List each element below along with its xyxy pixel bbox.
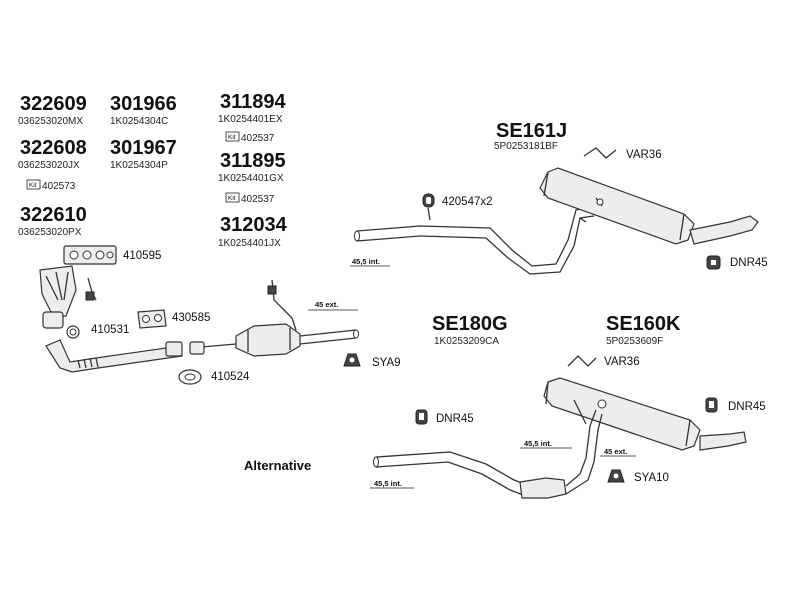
part-code: 1K0254401EX <box>218 114 283 125</box>
dimension-45-ext-right: 45 ext. <box>600 447 636 457</box>
gasket-410524 <box>178 369 202 385</box>
alternative-label: Alternative <box>244 458 311 473</box>
catalytic-converter <box>189 279 359 357</box>
part-number: 322608 <box>20 137 87 159</box>
part-number-322608: 322608 036253020JX Kit 402573 <box>18 137 87 192</box>
hanger-var36-top <box>583 147 617 159</box>
part-number: 311894 <box>220 91 287 113</box>
part-code: 036253020PX <box>18 227 82 238</box>
part-number: 311895 <box>220 150 286 172</box>
flange-gasket-430585 <box>137 309 167 329</box>
oxygen-sensor <box>85 277 97 301</box>
rubber-mount-dnr45-left <box>415 409 428 425</box>
dimension-label: 45,5 int. <box>524 439 552 448</box>
part-number: 322610 <box>20 204 87 226</box>
kit-icon <box>225 192 240 203</box>
rear-muffler-se160k <box>543 377 747 451</box>
dimension-label: 45 ext. <box>604 447 627 456</box>
part-number: 322609 <box>20 93 87 115</box>
part-code: 1K0254304C <box>110 116 168 127</box>
dimension-label: 45,5 int. <box>352 257 380 266</box>
part-number-301966: 301966 1K0254304C <box>110 93 177 127</box>
component-label: VAR36 <box>604 356 640 368</box>
component-label: 430585 <box>172 312 210 324</box>
dimension-45-ext-left: 45 ext. <box>308 300 358 311</box>
system-se180g: SE180G 1K0253209CA <box>432 313 508 347</box>
component-label: DNR45 <box>728 401 766 413</box>
rubber-mount-dnr45-right <box>705 397 718 413</box>
downpipe-flex <box>45 339 183 373</box>
part-number: 301967 <box>110 137 177 159</box>
part-code: 036253020MX <box>18 116 83 127</box>
component-label: DNR45 <box>436 413 474 425</box>
kit-icon <box>225 131 240 142</box>
system-code: 5P0253609F <box>606 336 663 347</box>
part-number-301967: 301967 1K0254304P <box>110 137 177 171</box>
part-code: 1K0254304P <box>110 160 168 171</box>
system-number: SE180G <box>432 313 508 335</box>
component-label: 420547x2 <box>442 196 493 208</box>
part-number-311894: 311894 1K0254401EX Kit 402537 <box>218 91 287 144</box>
kit-number: 402537 <box>241 133 275 144</box>
kit-label: Kit <box>228 195 236 202</box>
dimension-45-5-int-right: 45,5 int. <box>520 439 572 449</box>
kit-label: Kit <box>228 134 236 141</box>
part-code: 1K0254401JX <box>218 238 281 249</box>
kit-icon <box>26 179 41 190</box>
dimension-label: 45,5 int. <box>374 479 402 488</box>
exhaust-manifold <box>39 265 77 329</box>
rubber-mount-dnr45-top <box>706 255 721 270</box>
hanger-var36-bottom <box>567 355 597 367</box>
part-number-322609: 322609 036253020MX <box>18 93 87 127</box>
system-se160k: SE160K 5P0253609F <box>606 313 681 347</box>
component-label: 410595 <box>123 250 161 262</box>
kit-number: 402573 <box>42 181 76 192</box>
part-number-322610: 322610 036253020PX <box>18 204 87 238</box>
part-number-311895: 311895 1K0254401GX Kit 402537 <box>218 150 286 205</box>
dimension-label: 45 ext. <box>315 300 338 309</box>
part-number: 312034 <box>220 214 288 236</box>
system-number: SE160K <box>606 313 681 335</box>
component-label: 410531 <box>91 324 129 336</box>
system-code: 1K0253209CA <box>434 336 499 347</box>
part-code: 036253020JX <box>18 160 80 171</box>
part-number-312034: 312034 1K0254401JX <box>218 214 288 249</box>
system-se161j: SE161J 5P0253181BF <box>494 120 567 152</box>
part-number: 301966 <box>110 93 177 115</box>
dimension-45-5-int-top: 45,5 int. <box>350 257 390 267</box>
kit-number: 402537 <box>241 194 275 205</box>
pipe-se161j <box>354 205 601 275</box>
rear-muffler-se161j <box>539 167 759 245</box>
rubber-mount-sya10 <box>607 469 625 483</box>
kit-label: Kit <box>29 182 37 189</box>
manifold-gasket <box>63 245 117 265</box>
component-label: VAR36 <box>626 149 662 161</box>
component-label: 410524 <box>211 371 250 383</box>
component-label: DNR45 <box>730 257 768 269</box>
alternative-pipe <box>373 409 603 499</box>
part-code: 1K0254401GX <box>218 173 284 184</box>
gasket-410531 <box>66 325 80 339</box>
dimension-45-5-int-bottom: 45,5 int. <box>370 479 414 489</box>
component-label: SYA10 <box>634 472 669 484</box>
rubber-ring-420547 <box>422 193 435 208</box>
system-number: SE161J <box>496 120 567 142</box>
component-label: SYA9 <box>372 357 401 369</box>
rubber-mount-sya9 <box>343 353 361 367</box>
system-code: 5P0253181BF <box>494 141 558 152</box>
